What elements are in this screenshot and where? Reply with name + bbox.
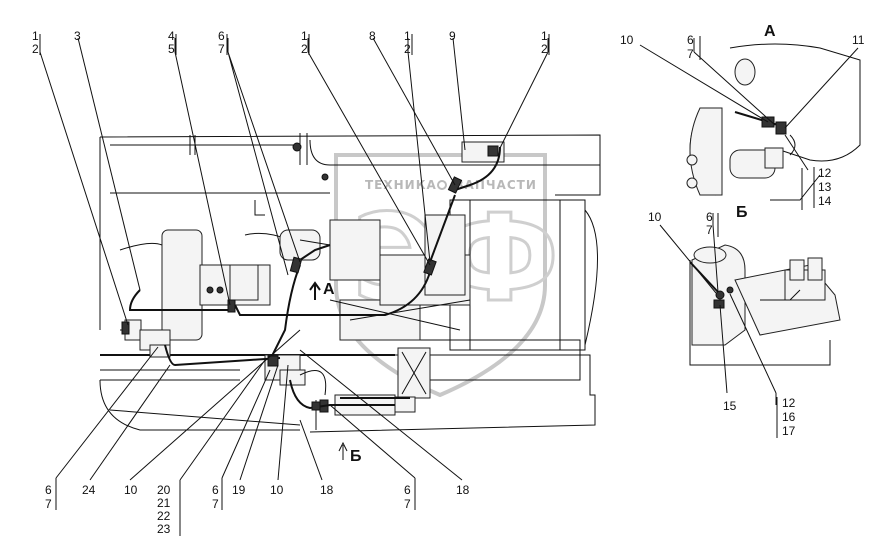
callout-top-3-b: 5 [168, 42, 175, 56]
callout-view-a-4a: 12 [818, 166, 832, 180]
callout-bottom-1-a: 6 [45, 483, 52, 497]
callout-top-3-a: 4 [168, 29, 175, 43]
hydraulic-hoses [128, 146, 501, 410]
callout-top-7-b: 2 [404, 42, 411, 56]
callout-bottom-5-b: 7 [212, 497, 219, 511]
callout-view-a-4b: 13 [818, 180, 832, 194]
callout-view-b-4c: 17 [782, 424, 796, 438]
callout-bottom-4-a: 20 [157, 483, 171, 497]
callout-brackets-view-b [717, 213, 778, 438]
callout-top-4-b: 7 [218, 42, 225, 56]
callout-top-5-a: 1 [301, 29, 308, 43]
callout-view-b-2b: 7 [706, 223, 713, 237]
callout-bottom-4-d: 23 [157, 522, 171, 536]
callout-top-1-a: 1 [32, 29, 39, 43]
callouts-top: 1 2 3 4 5 6 7 1 2 8 1 2 9 1 2 [32, 29, 548, 56]
callout-top-5-b: 2 [301, 42, 308, 56]
callout-view-b-4a: 12 [782, 396, 796, 410]
view-markers: А Б [309, 281, 362, 465]
callout-brackets-bottom [55, 484, 416, 536]
callout-bottom-5-a: 6 [212, 483, 219, 497]
watermark-brand-2: ЗАПЧАСТИ [455, 178, 537, 192]
callout-brackets-top [39, 34, 550, 55]
callout-top-6-a: 8 [369, 29, 376, 43]
callout-bottom-3-a: 10 [124, 483, 138, 497]
callout-bottom-4-b: 21 [157, 496, 171, 510]
callout-bottom-1-b: 7 [45, 497, 52, 511]
detail-view-b [689, 244, 841, 366]
callout-bottom-4-c: 22 [157, 509, 171, 523]
detail-view-a [686, 43, 861, 201]
callout-view-b-3: 15 [723, 399, 737, 413]
callout-view-a-4c: 14 [818, 194, 832, 208]
leader-lines-view-b [659, 213, 777, 405]
callout-view-b-1: 10 [648, 210, 662, 224]
view-b-title: Б [736, 204, 748, 221]
view-a-marker: А [323, 281, 335, 298]
watermark-brand-1: ТЕХНИКА [365, 178, 437, 192]
callout-view-b-2a: 6 [706, 210, 713, 224]
callout-bottom-8-a: 18 [320, 483, 334, 497]
callout-top-9-a: 1 [541, 29, 548, 43]
callout-top-4-a: 6 [218, 29, 225, 43]
callout-bottom-7-a: 10 [270, 483, 284, 497]
callout-bottom-9-a: 6 [404, 483, 411, 497]
callout-bottom-10-a: 18 [456, 483, 470, 497]
callout-top-9-b: 2 [541, 42, 548, 56]
callout-top-8-a: 9 [449, 29, 456, 43]
callout-view-a-3: 11 [852, 33, 865, 47]
view-a-title: А [764, 23, 776, 40]
callout-bottom-6-a: 19 [232, 483, 246, 497]
view-b-marker: Б [350, 448, 362, 465]
callout-view-a-2a: 6 [687, 33, 694, 47]
callout-brackets-view-a [699, 36, 815, 208]
callouts-view-b: 10 6 7 15 12 16 17 [648, 210, 796, 438]
callout-bottom-9-b: 7 [404, 497, 411, 511]
callout-top-2-a: 3 [74, 29, 81, 43]
callout-top-1-b: 2 [32, 42, 39, 56]
callout-view-b-4b: 16 [782, 410, 796, 424]
callout-view-a-1: 10 [620, 33, 634, 47]
callout-view-a-2b: 7 [687, 47, 694, 61]
callout-bottom-2-a: 24 [82, 483, 96, 497]
callouts-view-a: 10 6 7 11 12 13 14 [620, 33, 865, 208]
callouts-bottom: 6 7 24 10 20 21 22 23 6 7 19 10 18 6 7 1… [45, 483, 470, 536]
leader-lines-bottom [55, 329, 463, 492]
callout-top-7-a: 1 [404, 29, 411, 43]
leader-lines-view-a [639, 38, 859, 210]
